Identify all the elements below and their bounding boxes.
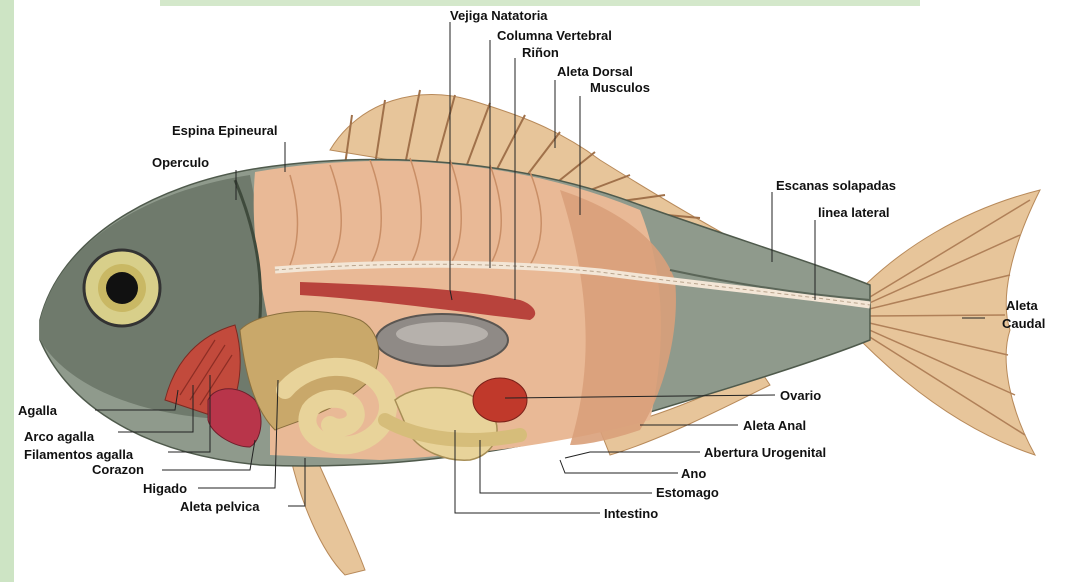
- top-border-strip: [160, 0, 920, 6]
- label-ano: Ano: [681, 466, 706, 481]
- label-espina-epineural: Espina Epineural: [172, 123, 277, 138]
- eye-pupil: [106, 272, 138, 304]
- label-higado: Higado: [143, 481, 187, 496]
- label-filamentos-agalla: Filamentos agalla: [24, 447, 134, 462]
- label-columna-vertebral: Columna Vertebral: [497, 28, 612, 43]
- label-musculos: Musculos: [590, 80, 650, 95]
- label-escamas-solapadas: Escanas solapadas: [776, 178, 896, 193]
- label-aleta-anal: Aleta Anal: [743, 418, 806, 433]
- label-ovario: Ovario: [780, 388, 821, 403]
- label-operculo: Operculo: [152, 155, 209, 170]
- pelvic-fin: [290, 455, 365, 575]
- label-aleta-pelvica: Aleta pelvica: [180, 499, 260, 514]
- label-linea-lateral: linea lateral: [818, 205, 890, 220]
- label-aleta-dorsal: Aleta Dorsal: [557, 64, 633, 79]
- label-intestino: Intestino: [604, 506, 658, 521]
- label-estomago: Estomago: [656, 485, 719, 500]
- label-agalla: Agalla: [18, 403, 58, 418]
- label-aleta: Aleta: [1006, 298, 1039, 313]
- label-corazon: Corazon: [92, 462, 144, 477]
- label-arco-agalla: Arco agalla: [24, 429, 95, 444]
- label-abertura-urogenital: Abertura Urogenital: [704, 445, 826, 460]
- left-border-strip: [0, 0, 14, 582]
- ovary: [473, 378, 527, 422]
- label-vejiga-natatoria: Vejiga Natatoria: [450, 8, 548, 23]
- label-caudal: Caudal: [1002, 316, 1045, 331]
- label-rinon: Riñon: [522, 45, 559, 60]
